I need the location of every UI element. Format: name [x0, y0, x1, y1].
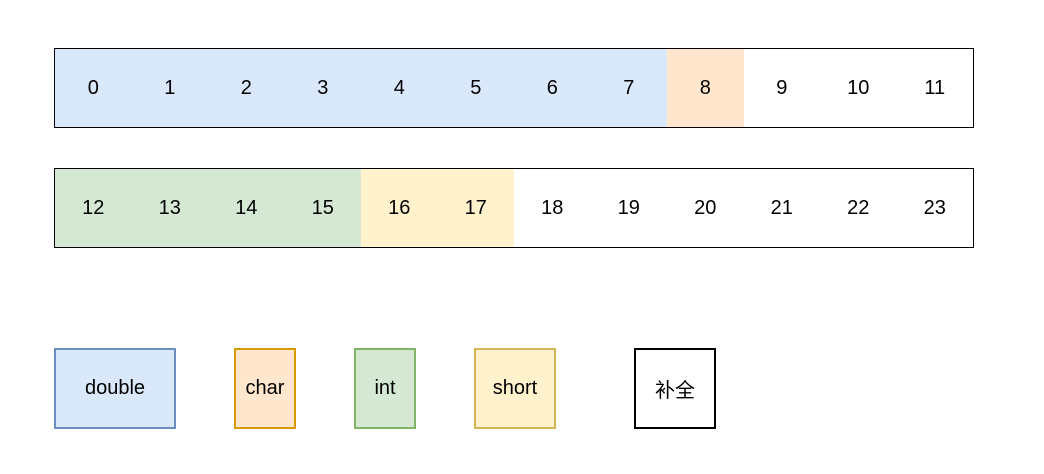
byte-cell: 2: [208, 49, 285, 127]
byte-cell: 7: [590, 49, 667, 127]
byte-cell: 15: [284, 169, 361, 247]
legend-double: double: [54, 348, 176, 429]
memory-row-2: 12 13 14 15 16 17 18 19 20 21 22 23: [54, 168, 974, 248]
memory-row-1: 0 1 2 3 4 5 6 7 8 9 10 11: [54, 48, 974, 128]
legend-padding: 补全: [634, 348, 716, 429]
byte-cell: 14: [208, 169, 285, 247]
legend-char: char: [234, 348, 296, 429]
byte-cell: 16: [361, 169, 438, 247]
byte-cell: 11: [896, 49, 973, 127]
byte-cell: 8: [667, 49, 744, 127]
legend-short: short: [474, 348, 556, 429]
byte-cell: 18: [514, 169, 591, 247]
byte-cell: 4: [361, 49, 438, 127]
byte-cell: 12: [55, 169, 132, 247]
byte-cell: 0: [55, 49, 132, 127]
byte-cell: 3: [284, 49, 361, 127]
byte-cell: 10: [820, 49, 897, 127]
byte-cell: 9: [743, 49, 820, 127]
byte-cell: 1: [131, 49, 208, 127]
byte-cell: 17: [437, 169, 514, 247]
byte-cell: 22: [820, 169, 897, 247]
byte-cell: 21: [743, 169, 820, 247]
byte-cell: 23: [896, 169, 973, 247]
byte-cell: 13: [131, 169, 208, 247]
byte-cell: 20: [667, 169, 744, 247]
byte-cell: 6: [514, 49, 591, 127]
byte-cell: 5: [437, 49, 514, 127]
legend-int: int: [354, 348, 416, 429]
byte-cell: 19: [590, 169, 667, 247]
